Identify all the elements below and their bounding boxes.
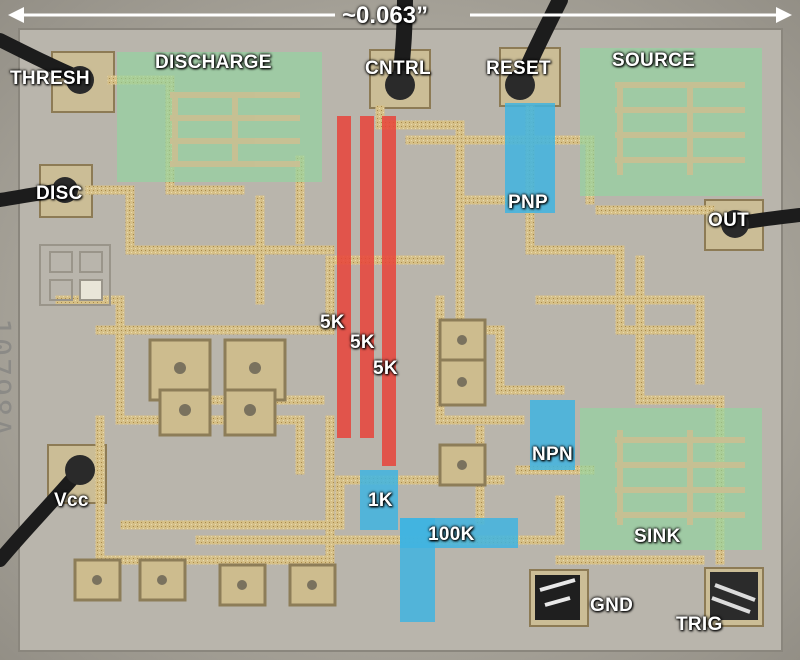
wire-bond-stitches xyxy=(535,572,758,620)
dimension-label: ~0.063” xyxy=(342,2,429,29)
pnp-area xyxy=(505,103,555,213)
alignment-mark xyxy=(39,244,111,306)
label-reset: RESET xyxy=(486,58,551,79)
die-marking: 10798A xyxy=(0,318,16,439)
label-gnd: GND xyxy=(590,595,634,616)
sink-area xyxy=(580,408,762,550)
resistor-100k-horizontal xyxy=(400,518,518,548)
label-cntrl: CNTRL xyxy=(365,58,431,79)
resistors-5k xyxy=(337,116,396,466)
label-resistor-5k-3: 5K xyxy=(373,358,398,379)
source-area xyxy=(580,48,762,196)
label-sink: SINK xyxy=(634,526,681,547)
resistor-5k-2 xyxy=(360,116,374,438)
resistor-5k-3 xyxy=(382,116,396,466)
wire-bond-balls xyxy=(52,66,749,485)
label-resistor-5k-1: 5K xyxy=(320,312,345,333)
label-trig: TRIG xyxy=(676,614,723,635)
interdigitated-fingers xyxy=(170,82,745,525)
label-pnp: PNP xyxy=(508,192,548,213)
label-disc: DISC xyxy=(36,183,83,204)
resistor-5k-1 xyxy=(337,116,351,438)
label-resistor-1k: 1K xyxy=(368,490,393,511)
label-source: SOURCE xyxy=(612,50,696,71)
npn-area xyxy=(530,400,575,470)
dimension-arrow xyxy=(8,7,792,23)
label-npn: NPN xyxy=(532,444,574,465)
device-contacts xyxy=(92,335,467,590)
label-out: OUT xyxy=(708,210,750,231)
label-discharge: DISCHARGE xyxy=(155,52,272,73)
label-resistor-5k-2: 5K xyxy=(350,332,375,353)
label-thresh: THRESH xyxy=(10,68,90,89)
highlight-blue xyxy=(360,103,575,622)
resistor-1k xyxy=(360,470,398,530)
label-vcc: Vcc xyxy=(54,490,89,511)
label-resistor-100k: 100K xyxy=(428,524,475,545)
